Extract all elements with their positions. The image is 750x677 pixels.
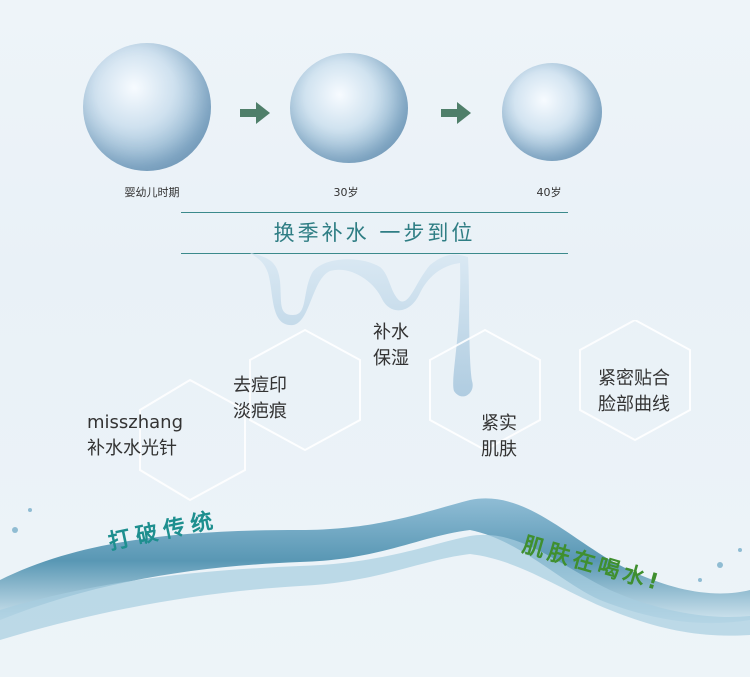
- hexagon-grid: [139, 320, 691, 502]
- dripping-water: [250, 253, 473, 397]
- stage-label-40: 40岁: [536, 186, 562, 199]
- stage-label-infant: 婴幼儿时期: [124, 186, 180, 199]
- feature-line: 保湿: [373, 348, 409, 369]
- feature-firming: 紧实 肌肤: [481, 411, 517, 463]
- feature-hydration: 补水 保湿: [373, 320, 409, 372]
- feature-line: misszhang: [87, 412, 184, 433]
- stage-30-drop: [290, 53, 408, 163]
- feature-line: 淡疤痕: [233, 401, 287, 422]
- feature-line: 肌肤: [481, 439, 517, 460]
- headline-bottom-rule: [181, 253, 568, 254]
- arrow-right-icon: [240, 102, 270, 124]
- feature-line: 紧实: [481, 413, 517, 434]
- arrow-right-icon: [441, 102, 471, 124]
- stage-label-30: 30岁: [333, 186, 359, 199]
- headline: 换季补水 一步到位: [273, 221, 476, 245]
- feature-brand: misszhang 补水水光针: [87, 410, 183, 462]
- feature-line: 紧密贴合: [598, 368, 670, 389]
- feature-contour: 紧密贴合 脸部曲线: [598, 366, 670, 418]
- feature-line: 脸部曲线: [598, 394, 670, 415]
- feature-line: 补水水光针: [87, 438, 177, 459]
- headline-top-rule: [181, 212, 568, 213]
- stage-40-drop: [502, 63, 602, 161]
- water-wave: [0, 498, 750, 640]
- feature-scar: 去痘印 淡疤痕: [233, 373, 287, 425]
- feature-line: 去痘印: [233, 375, 287, 396]
- feature-line: 补水: [373, 322, 409, 343]
- stage-infant-drop: [83, 43, 211, 171]
